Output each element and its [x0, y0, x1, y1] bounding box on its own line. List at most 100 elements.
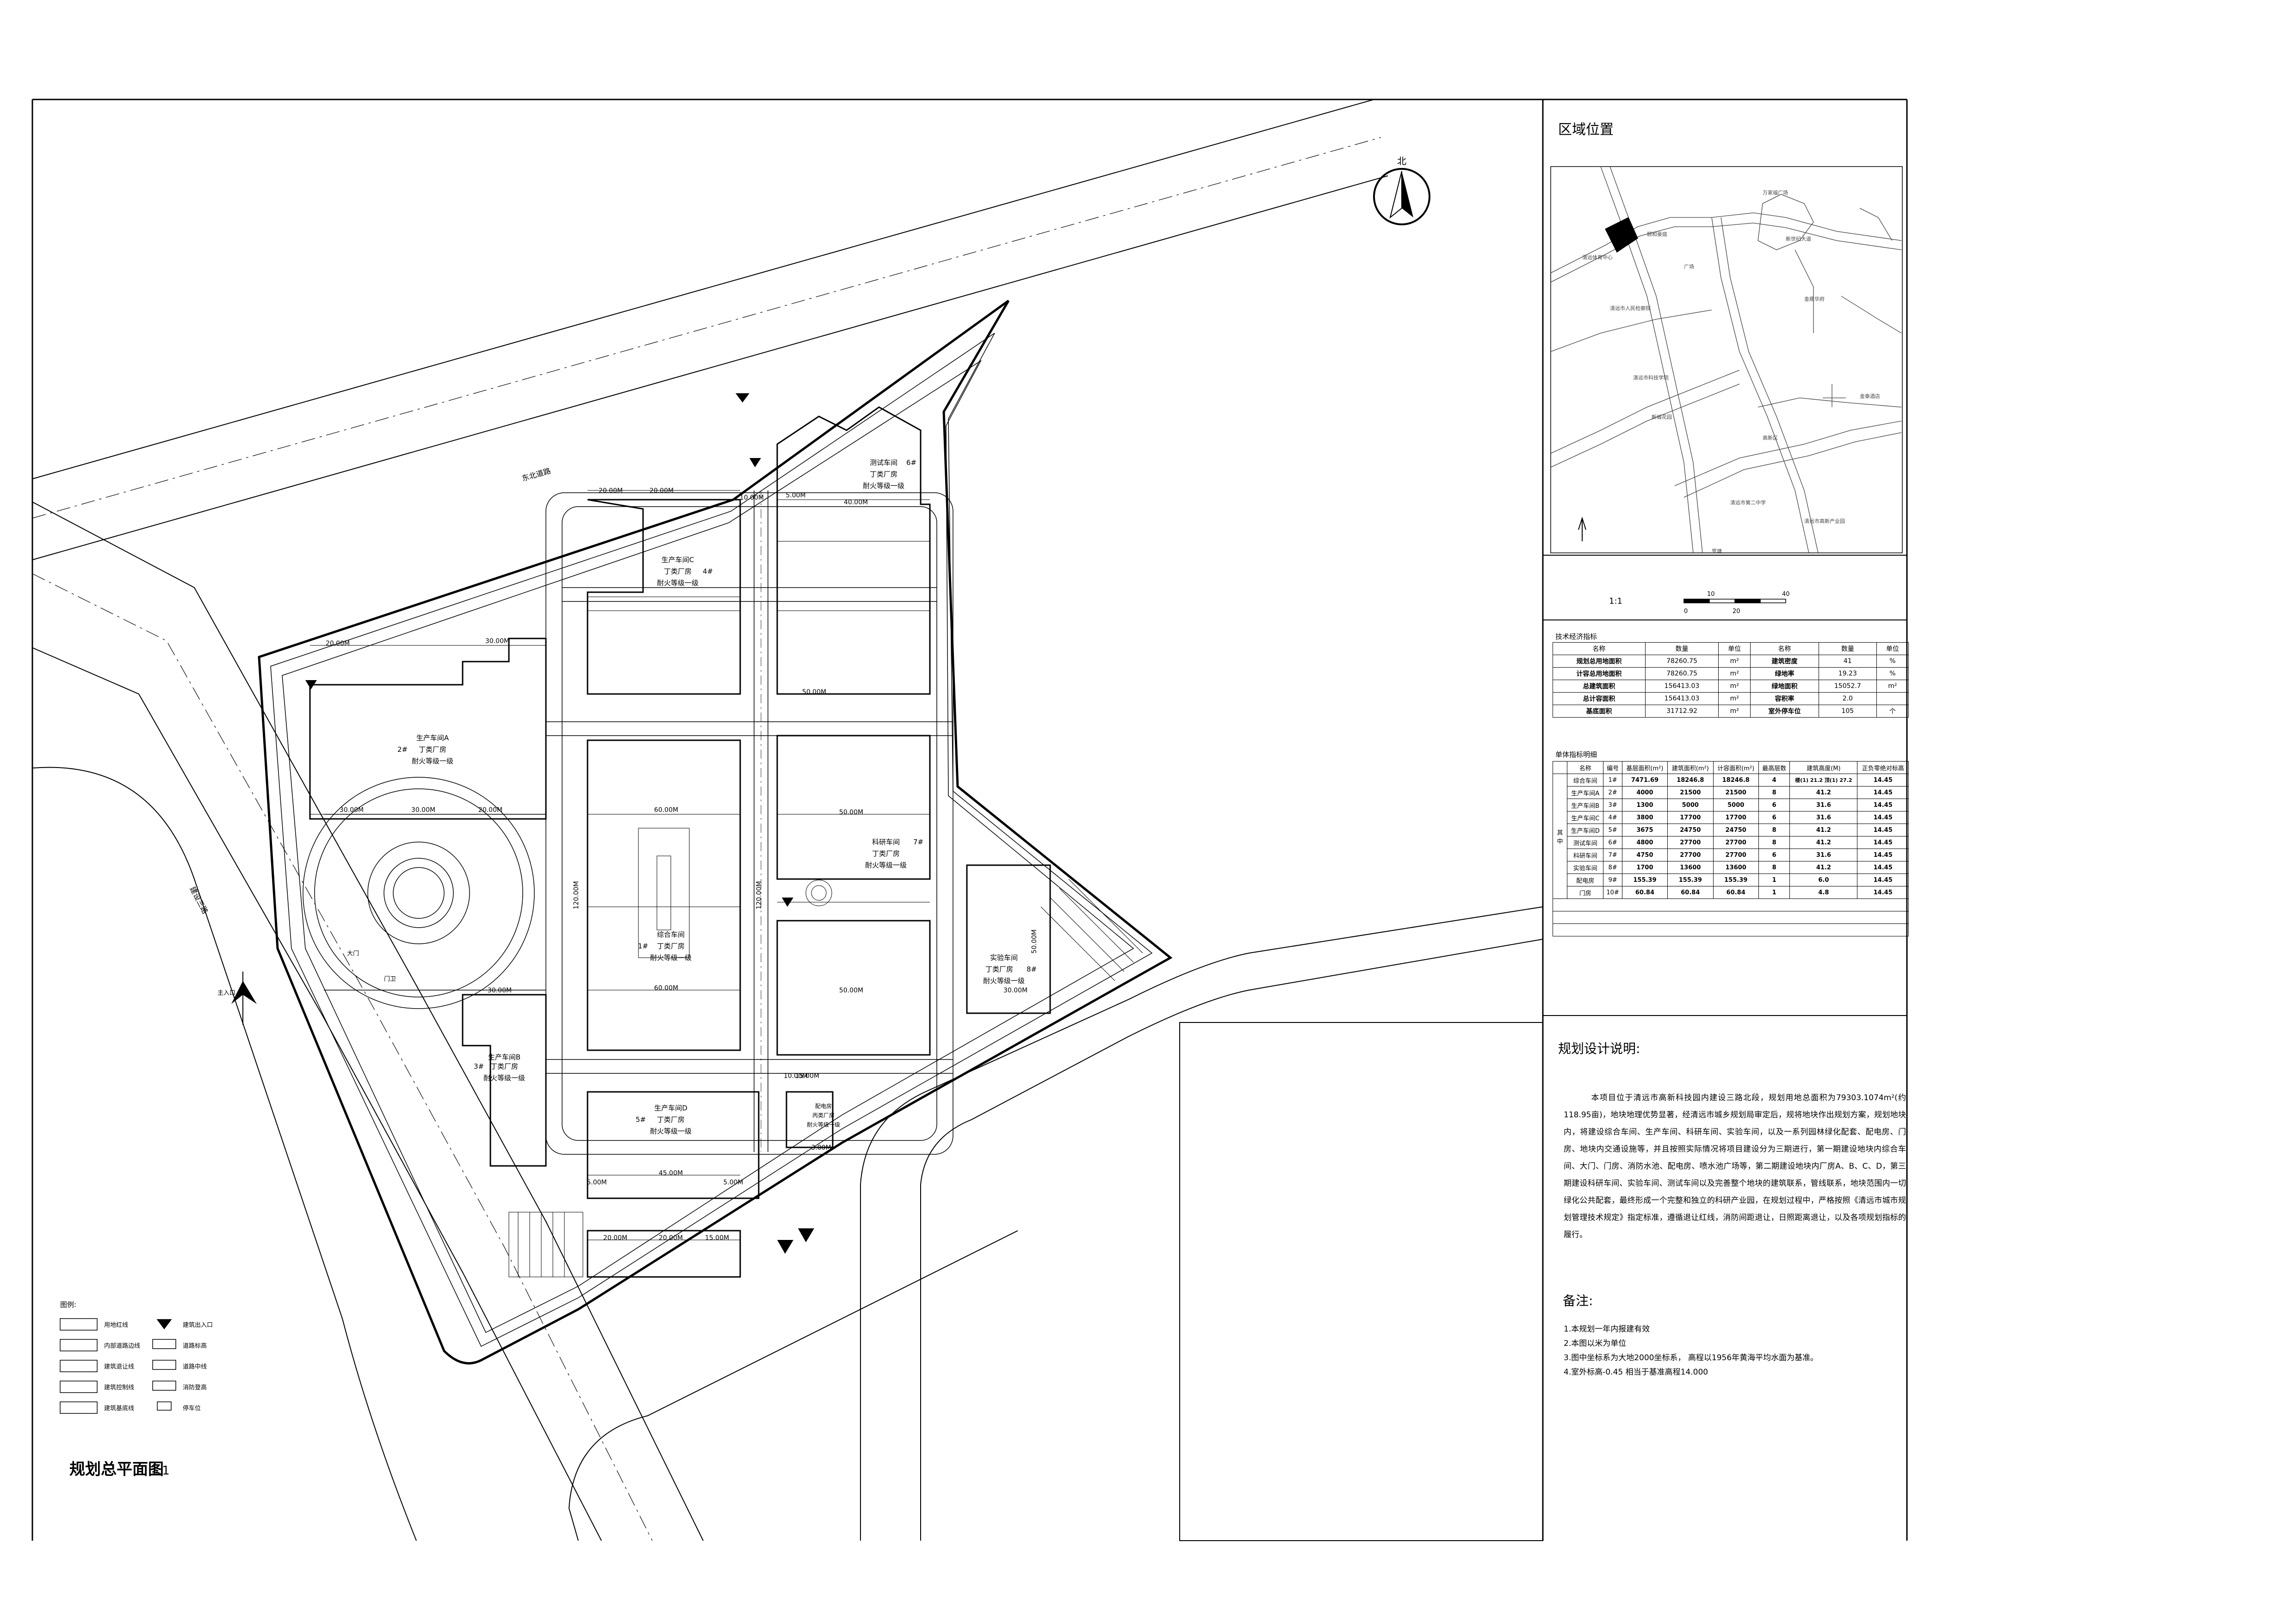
bldg-b-no: 3#	[474, 1062, 484, 1071]
svg-text:金鼎华府: 金鼎华府	[1804, 296, 1825, 302]
unit-side-label: 其中	[1553, 774, 1567, 899]
unit-cell: 1700	[1621, 861, 1668, 874]
bldg-7-no: 7#	[913, 838, 923, 846]
table-row: 规划总用地面积 78260.75 m² 建筑密度 41 %	[1553, 655, 1909, 668]
dim-label: 5.00M	[786, 492, 805, 499]
tech-header: 单位	[1876, 642, 1909, 655]
dim-label: 20.00M	[650, 487, 674, 495]
bldg-b-fire: 耐火等级一级	[483, 1074, 525, 1082]
bldg-d-cls: 丁类厂房	[657, 1115, 685, 1124]
unit-cell: 4750	[1621, 849, 1668, 861]
tech-cell: 绿地率	[1750, 667, 1819, 680]
unit-header: 最高层数	[1758, 761, 1790, 774]
legend-item-footprint: 建筑基底线	[104, 1405, 134, 1412]
svg-text:广场: 广场	[1684, 263, 1694, 270]
dim-label: 20.00M	[478, 806, 502, 814]
tech-cell: 41	[1818, 655, 1877, 668]
unit-empty-row	[1553, 898, 1909, 911]
unit-cell: 31.6	[1789, 811, 1858, 824]
north-arrow-icon	[1373, 168, 1430, 225]
list-item: 1.本规划一年内报建有效	[1564, 1325, 1650, 1334]
unit-cell: 5#	[1603, 824, 1622, 836]
unit-cell: 14.45	[1857, 836, 1909, 849]
unit-cell: 24750	[1713, 824, 1759, 836]
unit-cell: 14.45	[1857, 799, 1909, 812]
unit-cell: 综合车间	[1566, 774, 1604, 787]
scale-tick: 20	[1733, 608, 1740, 615]
dim-label: 15.00M	[705, 1234, 729, 1242]
unit-cell: 7471.69	[1621, 774, 1668, 787]
tech-cell: 105	[1818, 705, 1877, 718]
remarks-title: 备注:	[1563, 1293, 1593, 1308]
legend-item-fire-access: 消防登高	[183, 1384, 207, 1391]
tech-cell: 基底面积	[1553, 705, 1646, 718]
tech-cell: 建筑密度	[1750, 655, 1819, 668]
unit-cell: 60.84	[1713, 886, 1759, 899]
tech-cell: 31712.92	[1645, 705, 1719, 718]
unit-cell: 17700	[1667, 811, 1714, 824]
bldg-6-no: 6#	[906, 458, 916, 467]
unit-cell: 27700	[1667, 836, 1714, 849]
svg-text:清远市高新产业园: 清远市高新产业园	[1804, 518, 1845, 524]
unit-cell: 13600	[1713, 861, 1759, 874]
region-location-map: 颐和豪庭 清远体育中心 广场 清远市人民检察院 清远市科技学院 新城花园 高新区…	[1550, 166, 1903, 554]
unit-cell: 31.6	[1789, 799, 1858, 812]
dim-label: 50.00M	[1031, 929, 1038, 954]
dim-label: 30.00M	[340, 806, 364, 814]
unit-cell: 14.45	[1857, 811, 1909, 824]
dim-label: 60.00M	[654, 806, 678, 814]
table-row: 配电房 9# 155.39 155.39 155.39 1 6.0 14.45	[1553, 873, 1909, 886]
tech-cell: 绿地面积	[1750, 680, 1819, 693]
unit-header: 建筑面积(m²)	[1667, 761, 1714, 774]
scale-tick: 0	[1684, 608, 1688, 615]
bldg-8-name: 实验车间	[990, 954, 1018, 962]
dim-label: 120.00M	[573, 881, 580, 909]
legend-item-parking: 停车位	[183, 1405, 201, 1412]
unit-cell: 9#	[1603, 873, 1622, 886]
unit-cell: 60.84	[1621, 886, 1668, 899]
unit-header	[1553, 761, 1567, 774]
svg-text:高新区: 高新区	[1763, 434, 1778, 441]
list-item: 2.本图以米为单位	[1564, 1339, 1627, 1348]
tech-cell: 规划总用地面积	[1553, 655, 1646, 668]
unit-cell: 3#	[1603, 799, 1622, 812]
unit-cell: 5000	[1713, 799, 1759, 812]
bldg-d-name: 生产车间D	[654, 1104, 687, 1112]
unit-cell: 门房	[1566, 886, 1604, 899]
tech-header: 数量	[1818, 642, 1877, 655]
unit-cell: 14.45	[1857, 886, 1909, 899]
unit-cell: 6	[1758, 799, 1790, 812]
tech-cell: 78260.75	[1645, 667, 1719, 680]
unit-cell: 楼(1) 21.2 顶(1) 27.2	[1789, 774, 1858, 787]
unit-cell: 4.8	[1789, 886, 1858, 899]
dim-label: 30.00M	[411, 806, 435, 814]
unit-cell: 18246.8	[1667, 774, 1714, 787]
table-row: 计容总用地面积 78260.75 m² 绿地率 19.23 %	[1553, 667, 1909, 680]
tech-cell: 15052.7	[1818, 680, 1877, 693]
road-label-west: 建设三路	[188, 885, 210, 915]
unit-cell: 14.45	[1857, 849, 1909, 861]
unit-cell: 8	[1758, 836, 1790, 849]
legend-item-control: 建筑控制线	[104, 1384, 134, 1391]
unit-cell: 13600	[1667, 861, 1714, 874]
unit-cell: 41.2	[1789, 861, 1858, 874]
bldg-7-fire: 耐火等级一级	[865, 861, 907, 869]
legend-item-elevation: 道路标高	[183, 1342, 207, 1350]
bldg-c-cls: 丁类厂房	[664, 567, 692, 576]
unit-cell: 27700	[1713, 849, 1759, 861]
tech-cell: m²	[1718, 655, 1751, 668]
bldg-d-no: 5#	[636, 1115, 646, 1124]
tech-cell: %	[1876, 655, 1909, 668]
svg-text:新城花园: 新城花园	[1652, 414, 1672, 420]
dim-label: 30.00M	[1003, 987, 1027, 994]
design-notes-text: 本项目位于清远市高新科技园内建设三路北段，规划用地总面积为79303.1074m…	[1564, 1093, 1906, 1239]
unit-cell: 4#	[1603, 811, 1622, 824]
unit-cell: 21500	[1667, 786, 1714, 799]
table-row: 科研车间 7# 4750 27700 27700 6 31.6 14.45	[1553, 849, 1909, 861]
bldg-9-fire: 耐火等级一级	[807, 1121, 840, 1128]
table-row: 其中 综合车间 1# 7471.69 18246.8 18246.8 4 楼(1…	[1553, 774, 1909, 899]
bldg-8-cls: 丁类厂房	[985, 965, 1013, 973]
building-footprints	[309, 406, 1051, 1278]
bldg-b-name: 生产车间B	[488, 1053, 520, 1061]
tech-header: 名称	[1750, 642, 1819, 655]
